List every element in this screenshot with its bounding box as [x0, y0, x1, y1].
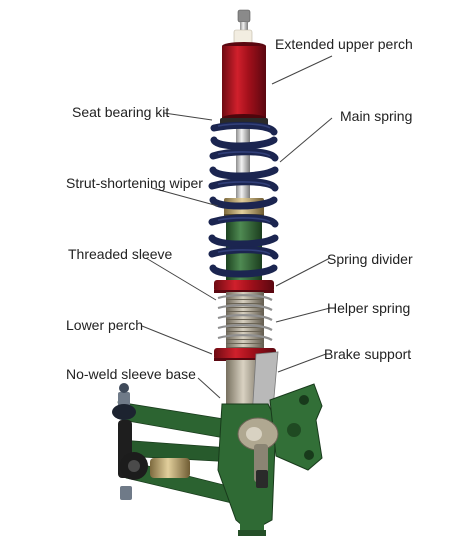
label-lower-perch: Lower perch [66, 317, 144, 333]
steering-knuckle [117, 383, 323, 536]
leader-seat-bearing-kit [163, 112, 213, 121]
leader-lower-perch [141, 325, 213, 355]
label-extended-upper-perch: Extended upper perch [275, 36, 413, 52]
tie-rod-end [112, 383, 190, 500]
threaded-sleeve [226, 292, 264, 350]
label-no-weld-sleeve-base: No-weld sleeve base [66, 366, 196, 382]
label-seat-bearing-kit: Seat bearing kit [72, 104, 170, 120]
label-main-spring: Main spring [340, 108, 413, 124]
leader-threaded-sleeve [145, 257, 217, 301]
leader-lines [141, 55, 333, 399]
label-helper-spring: Helper spring [327, 300, 411, 316]
leader-no-weld-sleeve-base [197, 377, 221, 399]
leader-main-spring [279, 117, 333, 163]
label-spring-divider: Spring divider [327, 251, 413, 267]
leader-strut-shortening-wiper [151, 187, 219, 207]
leader-helper-spring [275, 307, 331, 323]
label-strut-shortening-wiper: Strut-shortening wiper [66, 175, 203, 191]
leader-brake-support [277, 353, 327, 373]
leader-extended-upper-perch [271, 55, 333, 85]
extended-upper-perch [222, 42, 266, 122]
leader-spring-divider [275, 257, 331, 287]
label-brake-support: Brake support [324, 346, 412, 362]
piston-shaft [236, 120, 250, 200]
label-threaded-sleeve: Threaded sleeve [68, 246, 173, 262]
top-stud [233, 9, 253, 47]
spring-divider [214, 280, 274, 293]
helper-spring [217, 294, 273, 341]
